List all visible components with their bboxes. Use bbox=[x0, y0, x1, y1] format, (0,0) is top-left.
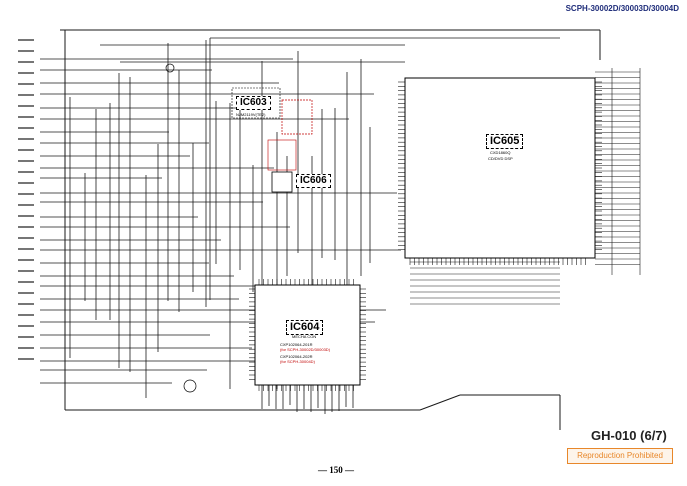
ic604-chip bbox=[254, 284, 361, 386]
ic605-ref: IC605 bbox=[490, 135, 520, 147]
wire-segment bbox=[419, 394, 461, 411]
board-title: GH-010 (6/7) bbox=[591, 428, 667, 443]
connector-circle bbox=[183, 379, 197, 393]
ic605-part: CXD1860Q bbox=[490, 150, 511, 155]
red-highlight-block bbox=[281, 99, 313, 135]
ic604-part: MECHA CON bbox=[292, 334, 317, 339]
page-number: — 150 — bbox=[318, 465, 354, 475]
connector-circle bbox=[165, 63, 175, 73]
ic604-variant-1-note: (for SCPH-30002D/30003D) bbox=[280, 347, 331, 352]
ic605-chip bbox=[404, 77, 596, 259]
ic604-variant-2-note: (for SCPH-30004D) bbox=[280, 359, 315, 364]
ic605-label: IC605 bbox=[486, 134, 524, 149]
reproduction-notice: Reproduction Prohibited bbox=[567, 448, 673, 464]
ic604-variant-1-part: CXP102064-201R bbox=[280, 342, 313, 347]
ic606-chip bbox=[271, 171, 293, 193]
ic604-variant-2-part: CXP102064-202R bbox=[280, 354, 313, 359]
ic604-ref: IC604 bbox=[290, 321, 320, 333]
ic606-label: IC606 bbox=[296, 174, 331, 188]
red-highlight-block-2 bbox=[267, 139, 297, 171]
ic603-ref: IC603 bbox=[240, 97, 267, 108]
ic603-label: IC603 bbox=[236, 96, 271, 110]
ic603-block bbox=[231, 87, 281, 119]
wiring bbox=[40, 29, 641, 430]
ic605-function: CD/DVD DSP bbox=[488, 156, 513, 161]
ic603-part: NJM2119V(TE2) bbox=[236, 112, 266, 117]
pin-rows bbox=[18, 39, 602, 391]
ic604-label: IC604 bbox=[286, 320, 324, 335]
model-header: SCPH-30002D/30003D/30004D bbox=[565, 4, 679, 13]
ic606-ref: IC606 bbox=[300, 175, 327, 186]
